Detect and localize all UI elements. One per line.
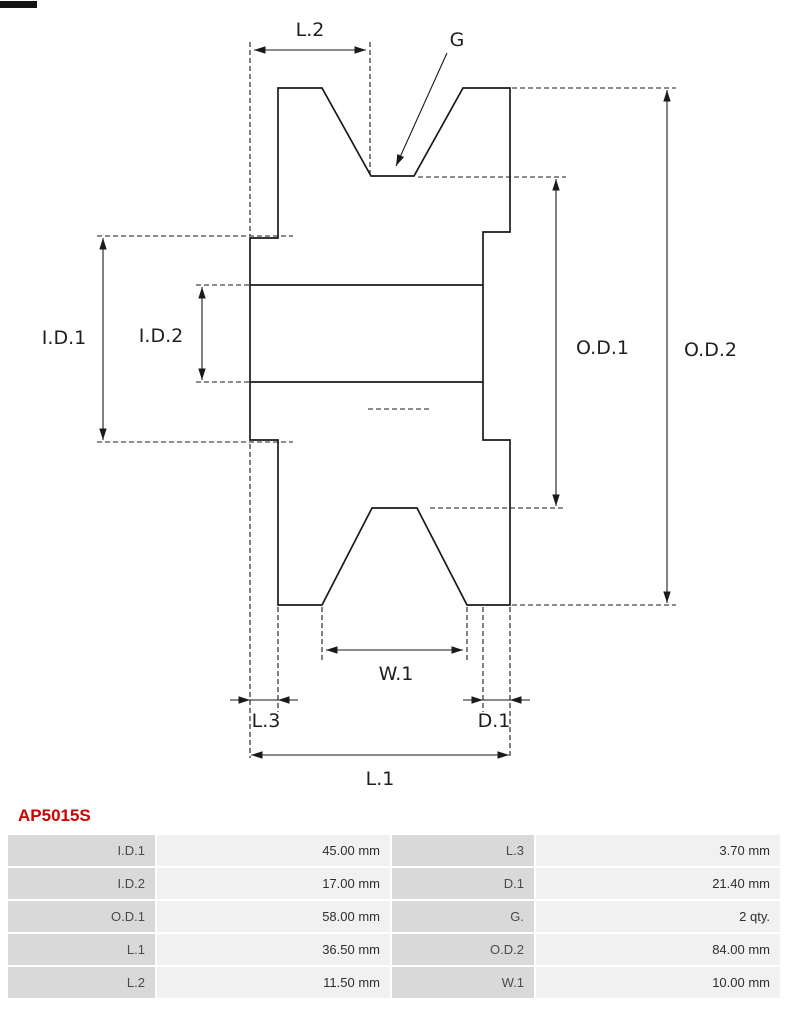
spec-value: 36.50 mm	[157, 934, 390, 965]
spec-value: 21.40 mm	[536, 868, 780, 899]
label-l2: L.2	[296, 19, 325, 41]
spec-label: W.1	[392, 967, 534, 998]
spec-label: I.D.1	[8, 835, 155, 866]
spec-label: O.D.1	[8, 901, 155, 932]
spec-label: L.2	[8, 967, 155, 998]
label-id1: I.D.1	[42, 327, 86, 349]
pulley-technical-drawing: L.2 G I.D.1 I.D.2 O.D.1 O.D.2 W.1 L.3 D.…	[42, 19, 737, 790]
spec-value: 3.70 mm	[536, 835, 780, 866]
spec-label: G.	[392, 901, 534, 932]
spec-label: I.D.2	[8, 868, 155, 899]
logo-fragment	[0, 1, 37, 8]
dimension-labels: L.2 G I.D.1 I.D.2 O.D.1 O.D.2 W.1 L.3 D.…	[42, 19, 737, 790]
pulley-outline	[249, 87, 511, 606]
spec-label: O.D.2	[392, 934, 534, 965]
label-g: G	[450, 29, 465, 51]
spec-value: 2 qty.	[536, 901, 780, 932]
spec-label: L.1	[8, 934, 155, 965]
spec-label: D.1	[392, 868, 534, 899]
label-d1: D.1	[478, 710, 511, 732]
dimension-lines	[99, 46, 671, 759]
spec-value: 17.00 mm	[157, 868, 390, 899]
label-w1: W.1	[379, 663, 414, 685]
label-l3: L.3	[252, 710, 281, 732]
spec-value: 10.00 mm	[536, 967, 780, 998]
spec-value: 45.00 mm	[157, 835, 390, 866]
label-l1: L.1	[366, 768, 395, 790]
extension-lines	[97, 42, 676, 758]
spec-value: 84.00 mm	[536, 934, 780, 965]
dim-g-leader	[395, 52, 448, 167]
spec-label: L.3	[392, 835, 534, 866]
label-od1: O.D.1	[576, 337, 629, 359]
spec-value: 58.00 mm	[157, 901, 390, 932]
label-od2: O.D.2	[684, 339, 737, 361]
spec-value: 11.50 mm	[157, 967, 390, 998]
part-number: AP5015S	[18, 806, 91, 825]
specs-table: I.D.1 45.00 mm L.3 3.70 mm I.D.2 17.00 m…	[8, 835, 780, 998]
label-id2: I.D.2	[139, 325, 183, 347]
